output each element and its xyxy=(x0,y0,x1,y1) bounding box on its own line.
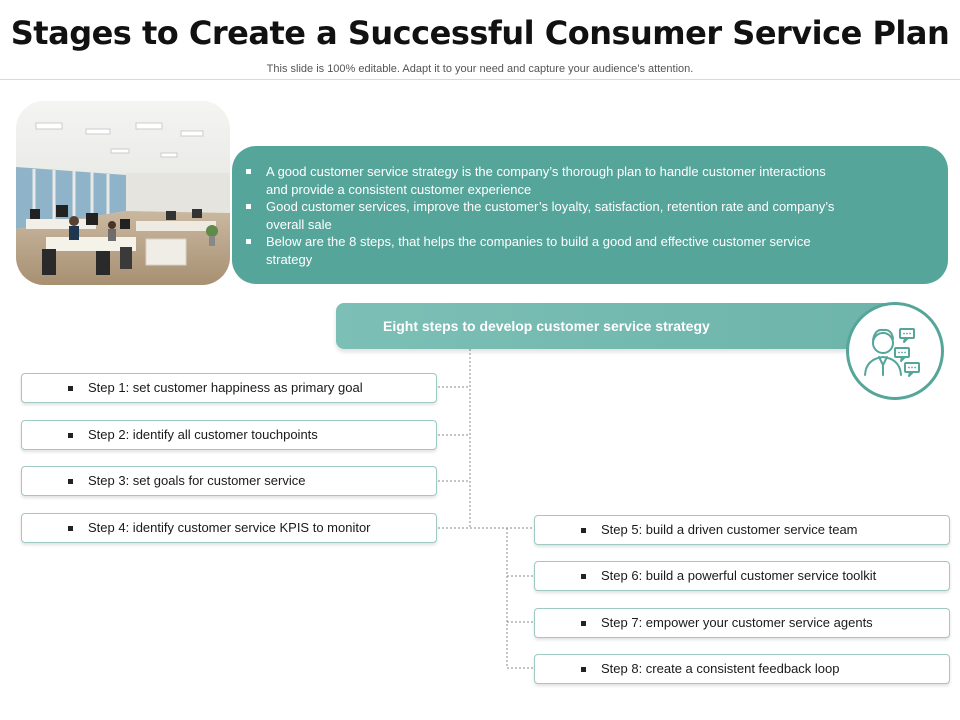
step-3-label: Step 3: set goals for customer service xyxy=(88,473,306,488)
step-5: Step 5: build a driven customer service … xyxy=(534,515,950,545)
bullet-marker xyxy=(581,574,586,579)
bullet-marker xyxy=(581,528,586,533)
step-5-label: Step 5: build a driven customer service … xyxy=(601,522,858,537)
bullet-marker xyxy=(68,433,73,438)
step-4-label: Step 4: identify customer service KPIS t… xyxy=(88,520,371,535)
step-1: Step 1: set customer happiness as primar… xyxy=(21,373,437,403)
intro-bullet: Below are the 8 steps, that helps the co… xyxy=(246,233,836,268)
office-photo xyxy=(16,101,230,285)
intro-bullet-list: A good customer service strategy is the … xyxy=(246,163,836,268)
step-3: Step 3: set goals for customer service xyxy=(21,466,437,496)
step-2-label: Step 2: identify all customer touchpoint… xyxy=(88,427,318,442)
bullet-marker xyxy=(68,479,73,484)
customer-support-agent-icon xyxy=(846,302,944,400)
step-6: Step 6: build a powerful customer servic… xyxy=(534,561,950,591)
step-4: Step 4: identify customer service KPIS t… xyxy=(21,513,437,543)
bullet-marker xyxy=(68,526,73,531)
bullet-marker xyxy=(68,386,73,391)
step-7: Step 7: empower your customer service ag… xyxy=(534,608,950,638)
page-title: Stages to Create a Successful Consumer S… xyxy=(10,14,950,52)
bullet-marker xyxy=(581,667,586,672)
intro-bullet: Good customer services, improve the cust… xyxy=(246,198,836,233)
bullet-marker xyxy=(581,621,586,626)
step-2: Step 2: identify all customer touchpoint… xyxy=(21,420,437,450)
step-6-label: Step 6: build a powerful customer servic… xyxy=(601,568,877,583)
step-7-label: Step 7: empower your customer service ag… xyxy=(601,615,873,630)
step-8-label: Step 8: create a consistent feedback loo… xyxy=(601,661,840,676)
steps-banner: Eight steps to develop customer service … xyxy=(336,303,896,349)
steps-banner-title: Eight steps to develop customer service … xyxy=(383,318,710,334)
intro-bullet: A good customer service strategy is the … xyxy=(246,163,836,198)
step-1-label: Step 1: set customer happiness as primar… xyxy=(88,380,363,395)
step-8: Step 8: create a consistent feedback loo… xyxy=(534,654,950,684)
intro-panel: A good customer service strategy is the … xyxy=(232,146,948,284)
page-subtitle: This slide is 100% editable. Adapt it to… xyxy=(266,63,694,75)
title-divider xyxy=(0,79,960,80)
